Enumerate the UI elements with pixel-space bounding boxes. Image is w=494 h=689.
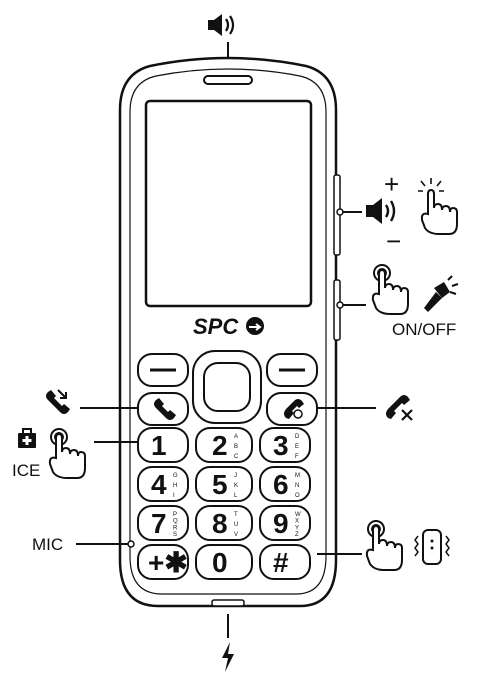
keypad-letters: F [295,454,299,460]
charging-bolt-icon [222,642,234,672]
press-hand-icon-ice [48,428,86,479]
call-key-icon [154,398,176,420]
keypad-key-frame [195,544,253,580]
navigation-center [203,362,251,412]
keypad-key-frame [137,427,189,463]
keypad-letters: L [234,493,238,499]
keypad-letters: J [234,473,237,479]
press-hand-icon-volume [418,178,458,235]
keypad-key-frame [259,466,311,502]
keypad-letters: U [234,522,238,528]
keypad-digit: +✱ [148,547,188,578]
speaker-icon [208,14,235,36]
keypad-letters: K [234,483,238,489]
vibrate-icon [414,529,450,565]
keypad-digit: 8 [212,508,228,539]
mic-label: MIC [32,535,63,554]
volume-minus-label: − [386,226,401,256]
keypad-key-frame [137,466,189,502]
side-light-button [333,279,341,341]
earpiece [203,75,253,85]
mic-hole [127,540,135,548]
charging-port [211,599,245,607]
brand-logo: SPC [193,314,264,339]
keypad-digit: 7 [151,508,167,539]
keypad-letters: A [234,434,238,440]
keypad-key-frame [259,505,311,541]
keypad-letters: C [234,454,239,460]
keypad-digit: 4 [151,469,167,500]
keypad-letters: M [295,473,300,479]
volume-plus-label: + [384,169,399,199]
keypad-letters: O [295,493,300,499]
keypad-digit: 1 [151,430,167,461]
keypad-key-frame [259,544,311,580]
keypad-key: 1 [137,427,189,463]
press-hand-icon-power [371,264,409,315]
keypad-key-frame [137,505,189,541]
flashlight-icon [424,275,459,312]
keypad-digit: 2 [212,430,228,461]
keypad-letters: S [173,532,177,538]
screen [144,99,313,308]
keypad-key-frame [137,544,189,580]
keypad-letters: V [234,532,238,538]
volume-icon [366,198,396,224]
keypad-key: # [259,544,311,580]
keypad-letters: I [173,493,175,499]
keypad-key: +✱ [137,544,189,580]
end-key-icon [284,399,304,419]
keypad-letters: B [234,444,238,450]
answer-call-icon [46,389,70,414]
medical-kit-icon [18,428,36,448]
keypad-letters: R [173,525,178,531]
keypad-letters: N [295,483,299,489]
keypad-digit: 9 [273,508,289,539]
keypad-letters: T [234,512,238,518]
keypad-letters: H [173,483,177,489]
keypad-letters: E [295,444,299,450]
keypad-key-frame [195,466,253,502]
keypad-key-frame [195,505,253,541]
keypad-letters: G [173,473,178,479]
keypad-letters: Z [295,532,299,538]
press-hand-icon-hash [365,520,403,571]
ice-label: ICE [12,461,40,480]
keypad-key: 0 [195,544,253,580]
keypad-letters: W [295,512,301,518]
keypad-digit: 3 [273,430,289,461]
brand-name: SPC [193,314,239,339]
keypad-digit: 0 [212,547,228,578]
keypad-letters: Y [295,525,299,531]
keypad-digit: 5 [212,469,228,500]
reject-call-icon [386,395,413,421]
keypad-digit: 6 [273,469,289,500]
keypad-key-frame [195,427,253,463]
phone-inner-outline [129,68,327,595]
keypad-key-frame [259,427,311,463]
keypad-digit: # [273,547,289,578]
on-off-label: ON/OFF [392,320,456,339]
keypad-letters: P [173,512,177,518]
keypad-letters: X [295,519,299,525]
keypad-letters: Q [173,519,178,525]
keypad-letters: D [295,434,300,440]
